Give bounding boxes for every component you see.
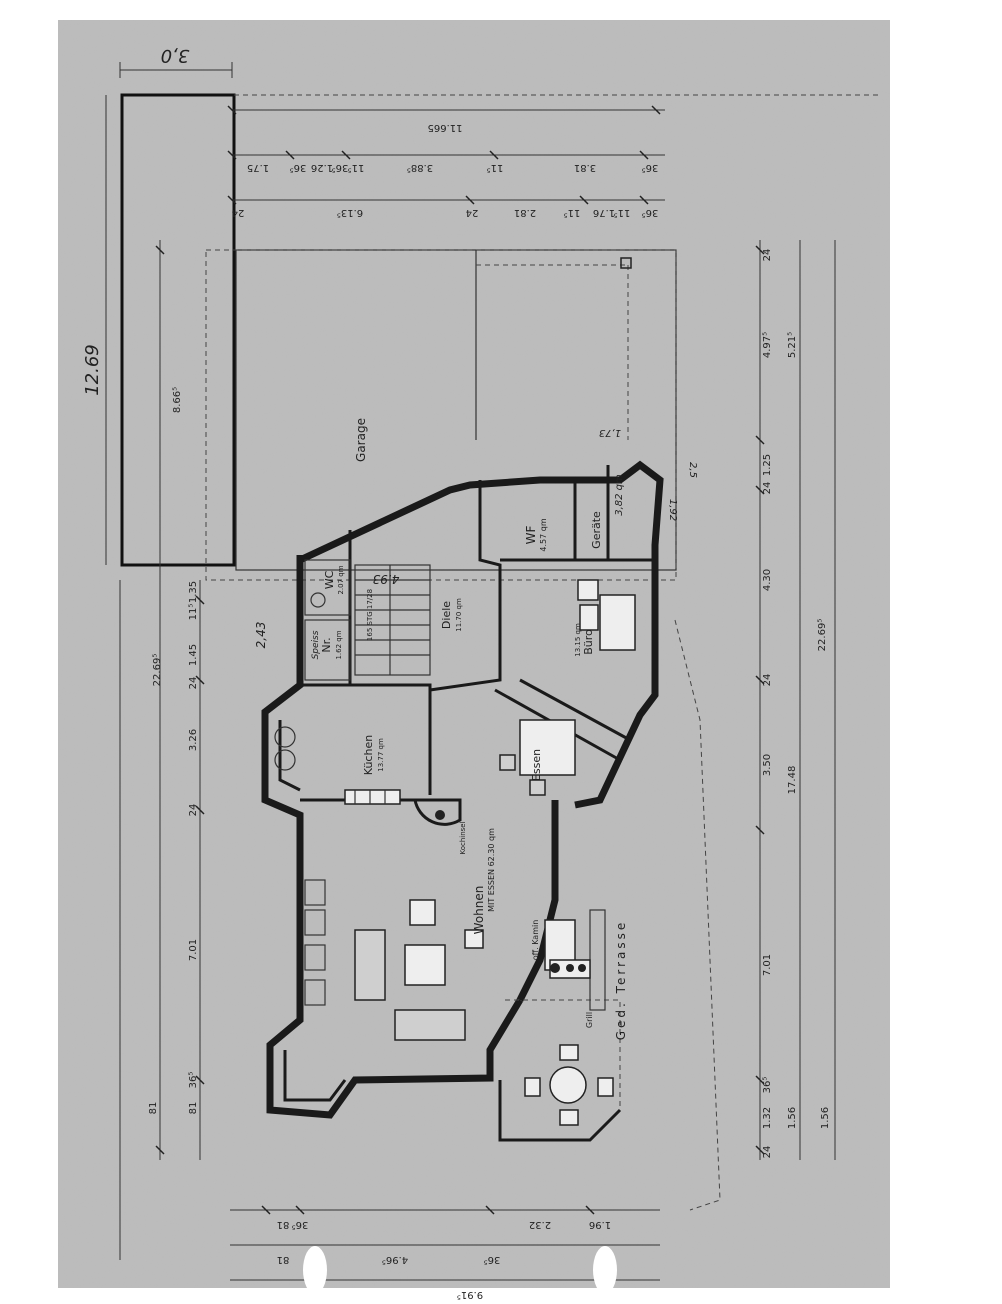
right-dimensions: 24 4.97⁵ 1.25 24 4.30 24 3.50 7.01 36⁵ 2… (762, 249, 831, 1159)
essen-label: Essen (530, 749, 543, 781)
angle-dim-note: 1,73 (599, 427, 621, 438)
top-r1-4: 11⁵ (348, 162, 365, 173)
kuchen-label: Küchen (362, 735, 375, 775)
garage-label: Garage (354, 418, 368, 462)
left-a-3: 24 (188, 677, 199, 690)
left-a-7: 36⁵ (188, 1072, 199, 1089)
top-r2-2: 24 (466, 207, 479, 218)
top-r1-8: 36⁵ (642, 162, 659, 173)
right-a-0: 24 (762, 249, 773, 262)
top-overall: 11.665 (428, 122, 463, 133)
handwritten-notes: 3,0 12.69 4.93 2,43 1,92 2,5 1,73 3,82 q… (82, 45, 698, 659)
dimension-ticks (155, 105, 765, 1215)
left-dimensions: 8.66⁵ 22.69⁵ 1.35 11⁵ 1.45 24 3.26 24 7.… (148, 387, 199, 1115)
grill-label: Grill (585, 1012, 594, 1028)
gerate-dim-note: 1,92 (667, 499, 678, 521)
top-r2-0: 24 (232, 207, 245, 218)
bottom-dimensions: 81 36⁵ 4.96⁵ 36⁵ 2.32 1.96 9.91⁵ 81 (277, 1219, 612, 1300)
gerate-label: Geräte (590, 511, 603, 549)
garage-block (120, 93, 880, 581)
top-r2-5: 1.76 (593, 207, 615, 218)
speiss-note: Speiss (311, 630, 321, 659)
right-a-9: 24 (762, 1146, 773, 1159)
bottom-r1-2: 4.96⁵ (382, 1254, 408, 1265)
right-c: 1.56 (820, 1107, 831, 1129)
wf-area: 4.57 qm (539, 518, 548, 551)
right-a-1: 4.97⁵ (762, 332, 773, 358)
kochinsel-label: Kochinsel (459, 821, 467, 854)
bottom-r1-4: 2.32 (529, 1219, 551, 1230)
left-a-5: 24 (188, 804, 199, 817)
wf-label: WF (524, 526, 538, 545)
right-a-8: 36⁵ (762, 1077, 773, 1094)
top-r1-3: 36⁵ (332, 162, 349, 173)
wc-area: 2.07 qm (337, 565, 345, 594)
top-r1-2: 1.26 (311, 162, 333, 173)
left-a-6: 7.01 (188, 939, 199, 961)
terrasse-label: Ged. Terrasse (614, 920, 628, 1041)
left-a-2: 1.45 (188, 644, 199, 666)
right-b-1: 17.48 (787, 766, 798, 795)
gerate-area-note: 3,82 qm (614, 474, 625, 516)
diele-area: 11.70 qm (455, 598, 463, 632)
top-r1-1: 36⁵ (290, 162, 307, 173)
buero-area: 13.15 qm (574, 623, 582, 657)
top-r2-4: 11⁵ (564, 207, 581, 218)
kamin-label: off. Kamin (531, 920, 540, 961)
bottom-overall: 9.91⁵ (457, 1289, 483, 1300)
left-a-1: 11⁵ (188, 604, 199, 621)
total-width-note: 12.69 (82, 344, 103, 396)
left-b-0: 81 (148, 1102, 159, 1115)
wc-dim-note: 2,43 (254, 622, 268, 649)
nr-label: Nr. (320, 637, 333, 652)
right-a-6: 3.50 (762, 754, 773, 776)
top-r1-5: 3.88⁵ (407, 162, 433, 173)
left-garage: 8.66⁵ (172, 387, 183, 413)
corner-dim-note: 2,5 (687, 462, 698, 478)
house-walls (261, 460, 721, 1211)
bottom-r1-3: 36⁵ (484, 1254, 501, 1265)
bottom-r1-0: 81 (277, 1219, 290, 1230)
top-dimensions: 11.665 1.75 36⁵ 1.26 36⁵ 11⁵ 3.88⁵ 11⁵ 3… (232, 122, 659, 218)
top-r2-6: 11⁵ (614, 207, 631, 218)
scale-note: 3,0 (161, 45, 190, 66)
wohnen-sub: MIT ESSEN 62.30 qm (487, 828, 496, 912)
furniture (354, 579, 636, 1126)
room-labels: Garage WF 4.57 qm Geräte WC 2.07 qm Nr. … (320, 418, 628, 1040)
right-a-4: 4.30 (762, 569, 773, 591)
bottom-r1-5: 1.96 (589, 1219, 611, 1230)
right-total: 22.69⁵ (817, 619, 828, 652)
right-b-2: 1.56 (787, 1107, 798, 1129)
bottom-r2-0: 81 (277, 1254, 290, 1265)
right-a-2: 1.25 (762, 454, 773, 476)
stair-dim-note: 4.93 (373, 572, 400, 586)
kuchen-area: 13.77 qm (377, 738, 385, 772)
right-a-5: 24 (762, 674, 773, 687)
top-r1-0: 1.75 (247, 162, 269, 173)
right-a-3: 24 (762, 482, 773, 495)
wc-label: WC (323, 570, 336, 589)
dimension-lines (105, 62, 836, 1281)
punch-holes (303, 1246, 617, 1294)
left-a-4: 3.26 (188, 729, 199, 751)
bottom-r1-1: 36⁵ (292, 1219, 309, 1230)
left-a-0: 1.35 (188, 581, 199, 603)
right-a-7: 7.01 (762, 954, 773, 976)
right-a-10: 1.32 (762, 1107, 773, 1129)
left-a-8: 81 (188, 1102, 199, 1115)
left-total: 22.69⁵ (152, 654, 163, 687)
diele-label: Diele (440, 601, 453, 629)
top-r1-7: 3.81 (574, 162, 596, 173)
top-r2-1: 6.13⁵ (337, 207, 363, 218)
wohnen-label: Wohnen (472, 886, 486, 935)
top-r2-3: 2.81 (514, 207, 536, 218)
right-b-0: 5.21⁵ (787, 332, 798, 358)
nr-area: 1.62 qm (335, 630, 343, 659)
stair-note: 165 STG 17/28 (366, 589, 374, 641)
buero-label: Büro (582, 629, 595, 655)
stairs (355, 565, 430, 675)
top-r2-7: 36⁵ (642, 207, 659, 218)
top-r1-6: 11⁵ (487, 162, 504, 173)
